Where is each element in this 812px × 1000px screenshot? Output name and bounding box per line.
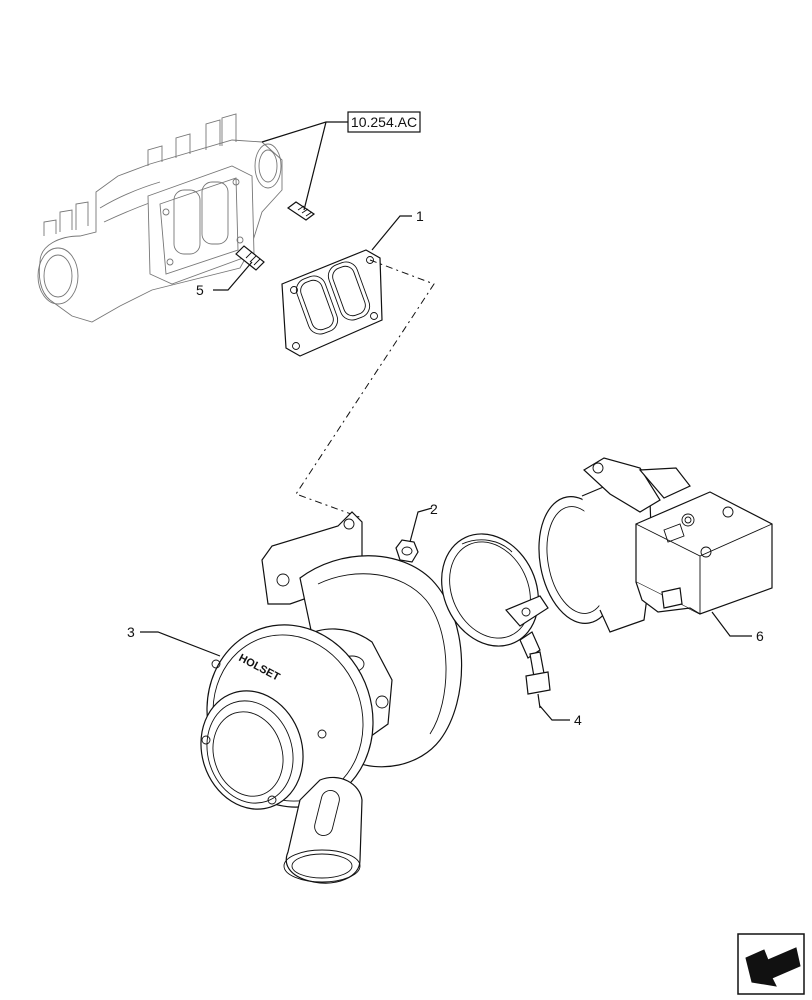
v-band-clamp [441,533,549,659]
exhaust-brake-valve [538,457,773,633]
callout-1[interactable]: 1 [416,208,424,224]
next-page-arrow-icon[interactable] [737,933,805,995]
reference-label: 10.254.AC [351,114,417,130]
callout-3[interactable]: 3 [127,624,135,640]
stud-upper [286,201,316,221]
callout-4[interactable]: 4 [574,712,582,728]
callout-2[interactable]: 2 [430,501,438,517]
sensor [525,651,551,709]
exhaust-manifold [37,113,283,323]
callout-6[interactable]: 6 [756,628,764,644]
alignment-line [295,259,435,519]
gasket [281,249,383,357]
reference-tag[interactable]: 10.254.AC [347,111,421,133]
leader-lines [140,121,752,721]
turbocharger: HOLSET [200,511,463,884]
nut [395,539,419,563]
callout-5[interactable]: 5 [196,282,204,298]
